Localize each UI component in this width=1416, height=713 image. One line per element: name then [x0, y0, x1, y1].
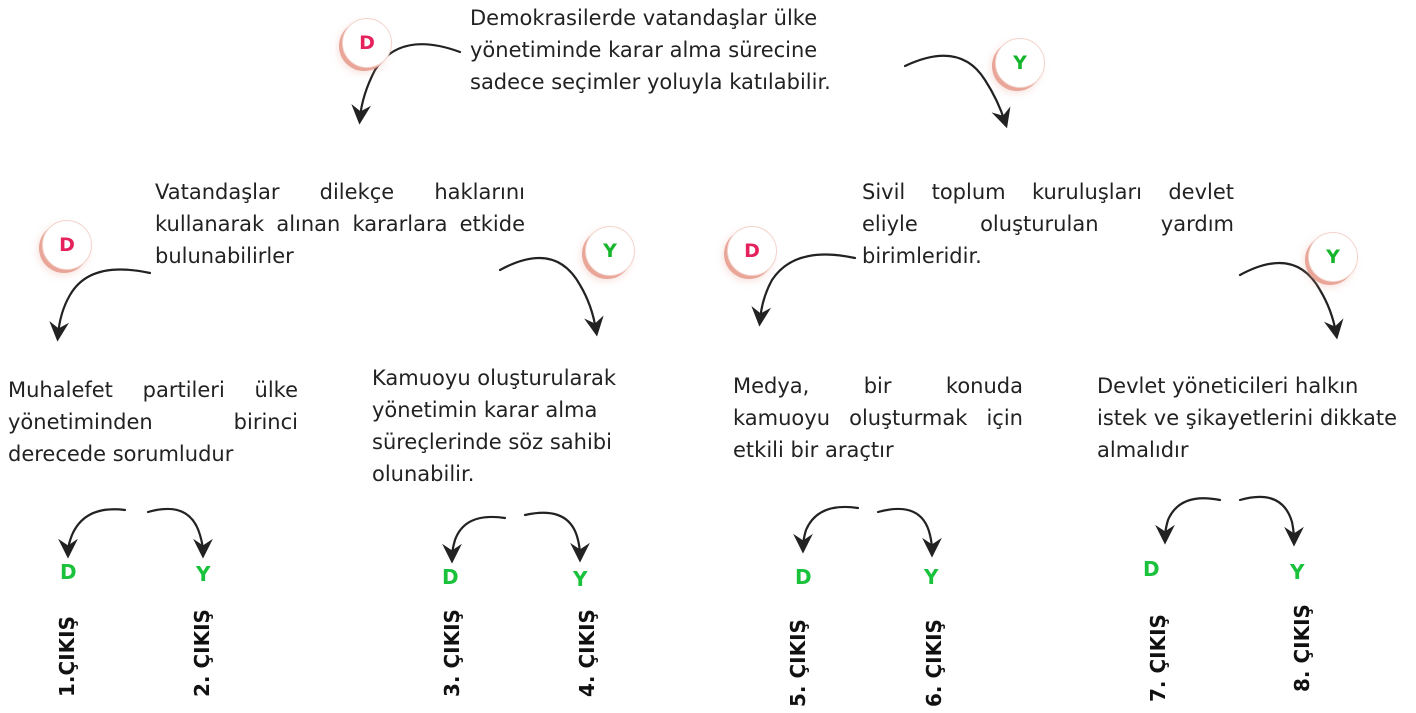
- arrow-d-level2-left: [49, 268, 152, 342]
- exit-8: 8. ÇIKIŞ: [1290, 604, 1314, 692]
- true-label-exit3: D: [442, 565, 459, 589]
- arrow-y-level2-right: [1238, 261, 1344, 340]
- false-badge-level2-right: Y: [1308, 232, 1358, 282]
- exit-5: 5. ÇIKIŞ: [786, 619, 810, 707]
- statement-leaf-2: Kamuoyu oluşturularak yönetimin karar al…: [372, 366, 617, 486]
- false-label-exit4: Y: [573, 567, 588, 591]
- arrow-y-level1: [903, 54, 1011, 129]
- statement-root: Demokrasilerde vatandaşlar ülke yönetimi…: [470, 6, 831, 94]
- exit-3: 3. ÇIKIŞ: [440, 609, 464, 697]
- exit-6: 6. ÇIKIŞ: [922, 619, 946, 707]
- false-label-exit2: Y: [196, 562, 211, 586]
- false-label-exit8: Y: [1290, 560, 1305, 584]
- true-label-exit1: D: [60, 560, 77, 584]
- statement-level2-right: Sivil toplum kuruluşları devlet eliyle o…: [862, 180, 1234, 268]
- true-label-exit7: D: [1143, 557, 1160, 581]
- true-badge-level2-right: D: [727, 226, 777, 276]
- arrow-d-level1: [351, 43, 462, 125]
- true-label-exit5: D: [795, 565, 812, 589]
- exit-4: 4. ÇIKIŞ: [575, 609, 599, 697]
- false-label-exit6: Y: [924, 565, 939, 589]
- arrow-y-exit6: [876, 507, 942, 558]
- false-badge-level2-left: Y: [585, 226, 635, 276]
- arrow-d-exit5: [793, 505, 860, 554]
- arrow-y-exit4: [523, 511, 590, 563]
- true-badge-level2-left: D: [42, 220, 92, 270]
- true-badge-level1: D: [342, 18, 392, 68]
- false-badge-level1: Y: [995, 38, 1045, 88]
- statement-leaf-1: Muhalefet partileri ülke yönetiminden bi…: [8, 378, 298, 466]
- exit-2: 2. ÇIKIŞ: [190, 609, 214, 697]
- exit-1: 1.ÇIKIŞ: [55, 616, 79, 697]
- statement-leaf-4: Devlet yöneticileri halkın istek ve şika…: [1097, 374, 1397, 462]
- arrow-d-exit7: [1155, 497, 1222, 545]
- arrow-d-exit1: [58, 508, 127, 559]
- exit-7: 7. ÇIKIŞ: [1146, 614, 1170, 702]
- statement-level2-left: Vatandaşlar dilekçe haklarını kullanarak…: [155, 180, 525, 268]
- arrow-y-exit8: [1238, 495, 1304, 547]
- arrow-y-exit2: [146, 507, 213, 559]
- arrow-d-level2-right: [751, 253, 857, 327]
- arrow-y-level2-left: [498, 256, 604, 337]
- arrow-d-exit3: [442, 515, 507, 564]
- statement-leaf-3: Medya, bir konuda kamuoyu oluşturmak içi…: [733, 374, 1023, 462]
